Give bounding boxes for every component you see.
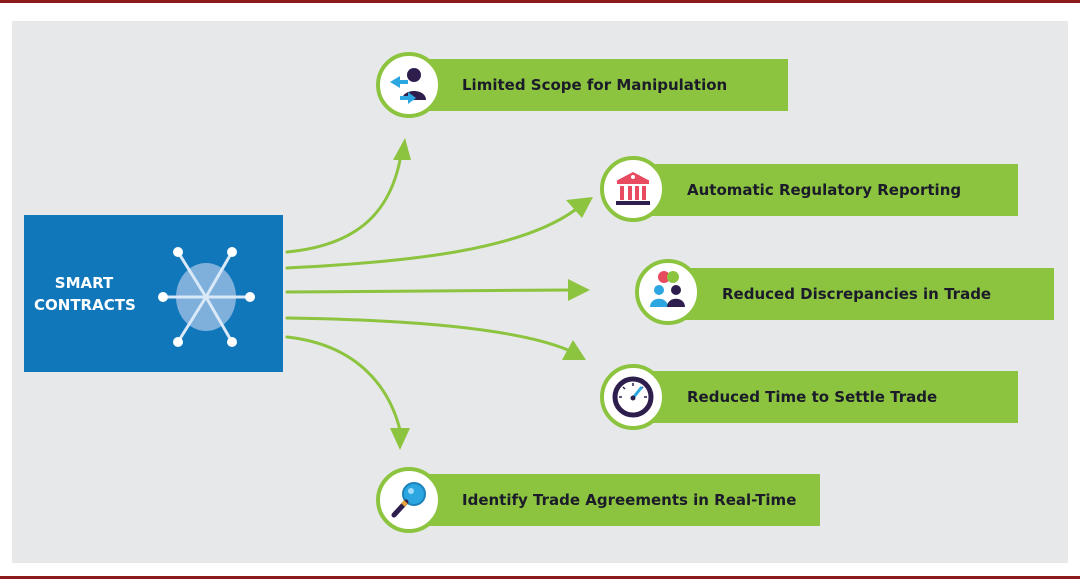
top-border: [0, 0, 1080, 3]
people-icon: [635, 259, 701, 325]
benefit-label: Automatic Regulatory Reporting: [687, 181, 962, 199]
network-node-icon: [158, 247, 255, 347]
arrow-to-reporting: [285, 208, 577, 270]
hub-title: SMART CONTRACTS: [34, 272, 136, 316]
manipulation-icon: [376, 52, 442, 118]
arrowhead-agreements: [390, 428, 410, 450]
benefit-settle: Reduced Time to Settle Trade: [634, 371, 1018, 423]
arrow-to-manipulation: [285, 158, 402, 254]
benefit-discrepancies: Reduced Discrepancies in Trade: [668, 268, 1054, 320]
benefit-label: Identify Trade Agreements in Real-Time: [462, 491, 797, 509]
arrow-to-discrepancies: [285, 288, 570, 294]
arrowhead-reporting: [566, 197, 593, 218]
smart-contracts-box: SMART CONTRACTS: [24, 215, 283, 372]
benefit-label: Reduced Discrepancies in Trade: [722, 285, 992, 303]
arrow-to-agreements: [285, 335, 402, 432]
bank-icon: [600, 156, 666, 222]
hub-title-line1: SMART: [54, 274, 114, 292]
benefit-reporting: Automatic Regulatory Reporting: [634, 164, 1018, 216]
arrowhead-manipulation: [393, 138, 411, 160]
arrowhead-settle: [562, 340, 586, 360]
magnifier-icon: [376, 467, 442, 533]
benefit-manipulation: Limited Scope for Manipulation: [410, 59, 788, 111]
benefit-agreements: Identify Trade Agreements in Real-Time: [410, 474, 820, 526]
bottom-border: [0, 576, 1080, 579]
hub-title-line2: CONTRACTS: [34, 296, 136, 314]
arrow-to-settle: [285, 316, 570, 352]
gauge-icon: [600, 364, 666, 430]
benefit-label: Reduced Time to Settle Trade: [687, 388, 938, 406]
arrowhead-discrepancies: [568, 279, 590, 301]
benefit-label: Limited Scope for Manipulation: [462, 76, 728, 94]
